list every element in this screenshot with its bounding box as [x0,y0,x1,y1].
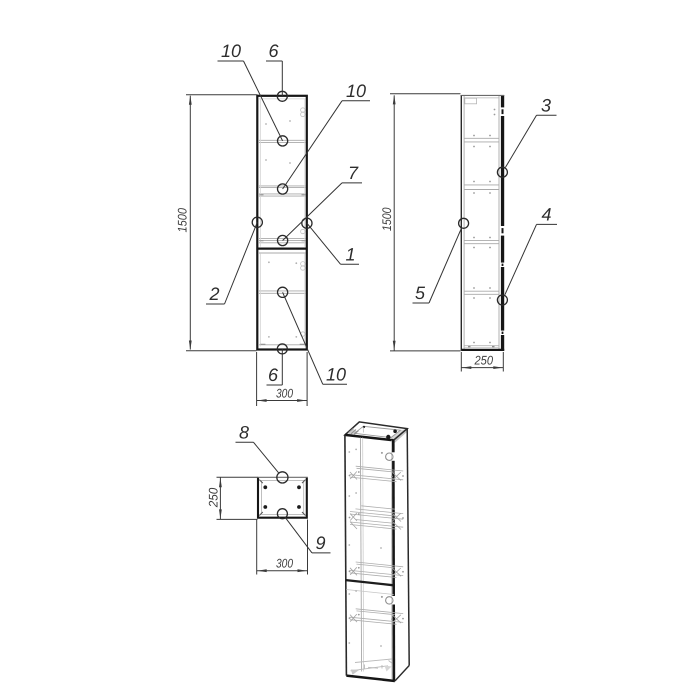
svg-text:10: 10 [221,41,241,61]
svg-text:7: 7 [348,163,359,183]
svg-text:6: 6 [269,41,280,61]
svg-text:300: 300 [276,557,293,571]
svg-text:1500: 1500 [175,208,189,233]
svg-text:5: 5 [415,283,426,303]
svg-text:1: 1 [346,245,356,265]
svg-text:3: 3 [541,96,551,116]
svg-text:2: 2 [209,284,220,304]
svg-text:1500: 1500 [380,207,394,231]
svg-text:4: 4 [542,205,552,225]
svg-text:8: 8 [239,423,249,443]
svg-text:10: 10 [346,81,366,101]
svg-text:300: 300 [276,387,293,401]
svg-text:250: 250 [207,488,221,508]
svg-text:10: 10 [326,365,346,385]
svg-text:6: 6 [268,365,279,385]
svg-text:250: 250 [474,354,493,368]
svg-text:9: 9 [316,533,326,553]
